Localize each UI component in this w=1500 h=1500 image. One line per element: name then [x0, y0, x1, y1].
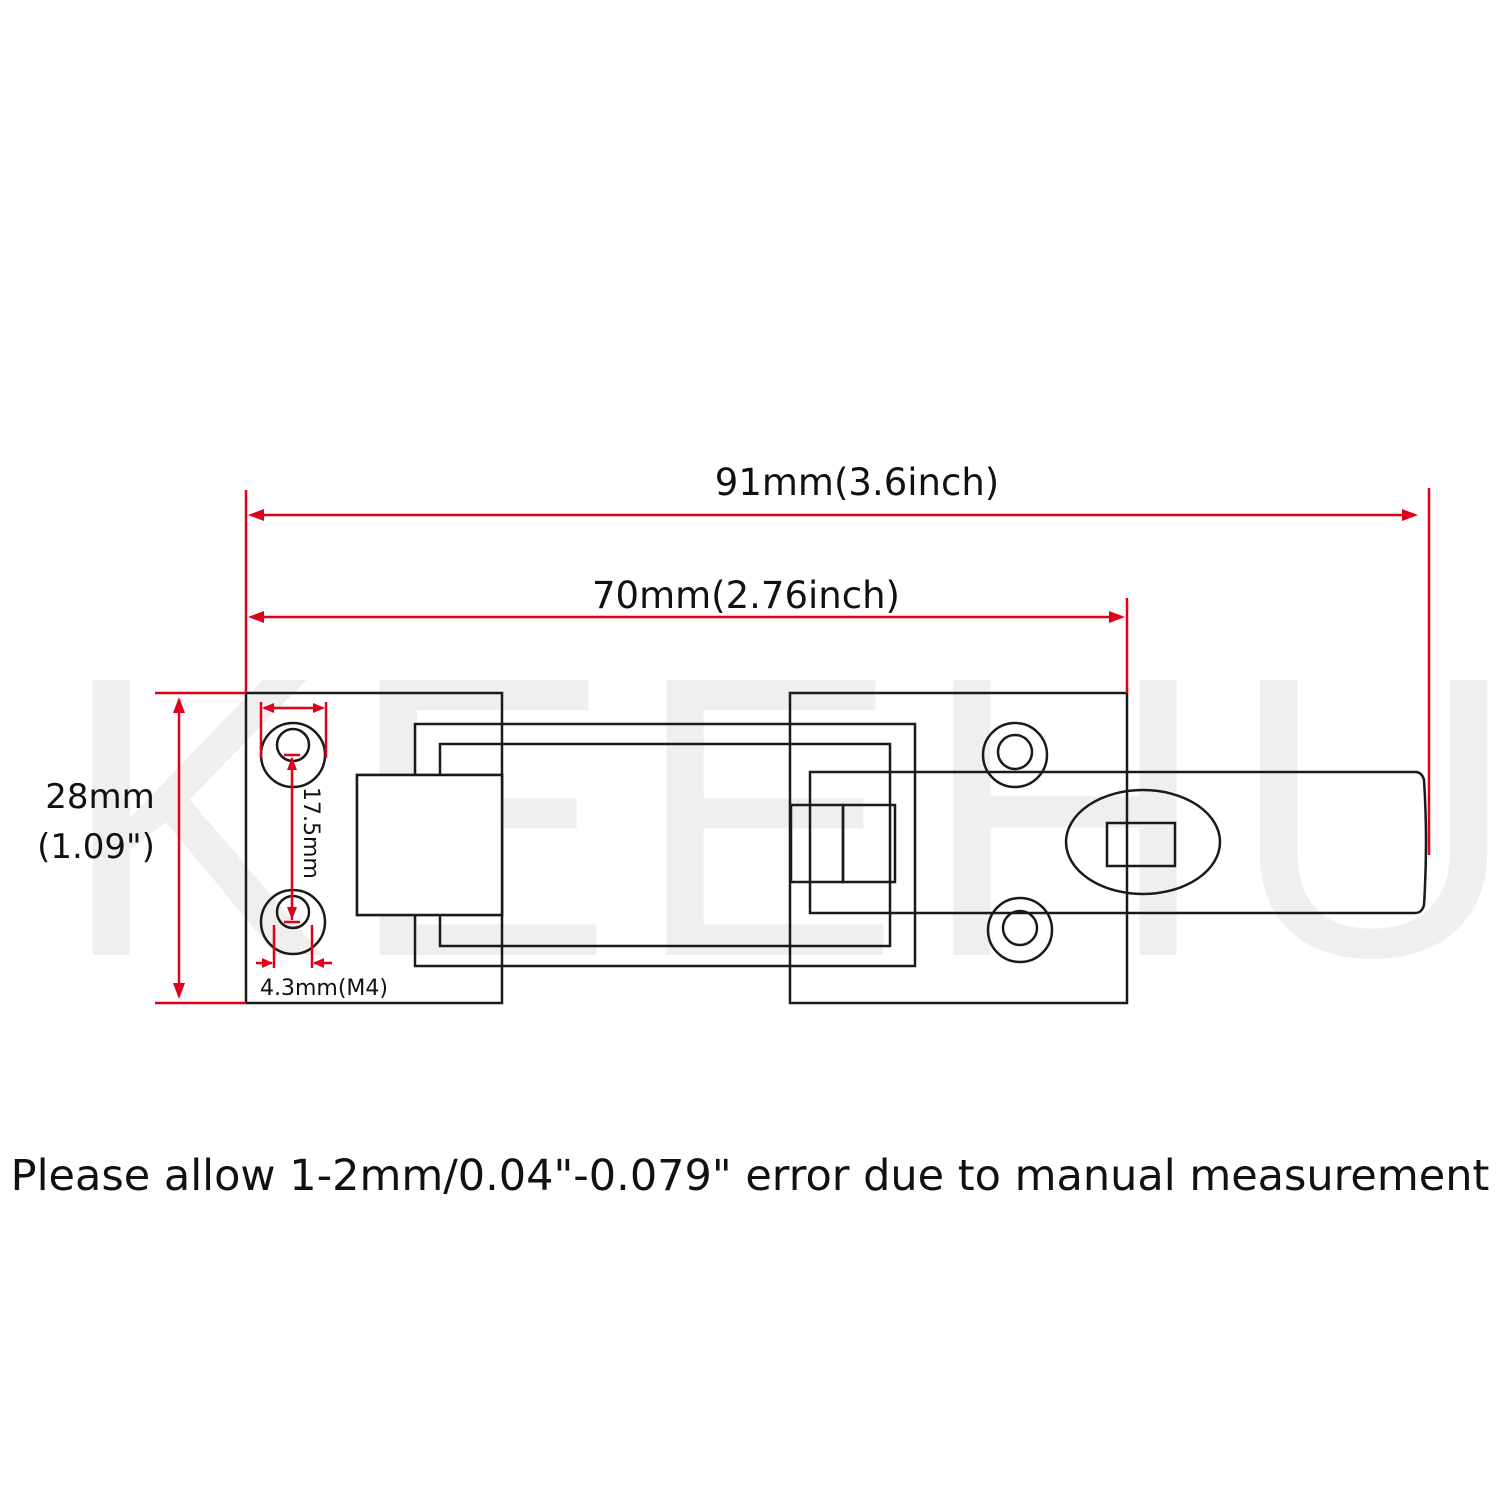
- hole-size-arrow-left: [262, 958, 273, 968]
- slot-hole-bottom-outer: [986, 896, 1054, 964]
- hinge-block-right: [841, 803, 897, 884]
- guide-block-front: [355, 773, 504, 917]
- hole-size-label: 4.3mm(M4): [260, 976, 388, 1001]
- right-plate-mask: [790, 693, 1127, 1003]
- watermark: KEEHUI: [60, 593, 1500, 1040]
- slot-hole-top-inner: [996, 733, 1034, 771]
- frame-mask-left: [358, 776, 501, 914]
- mount-length-arrow-left: [248, 611, 264, 623]
- height-arrow-top: [173, 697, 185, 713]
- slot-hole-bottom-inner: [1001, 909, 1039, 947]
- overall-length-arrow-left: [248, 509, 264, 521]
- slot-hole-top-outer: [981, 721, 1049, 789]
- mount-length-label: 70mm(2.76inch): [592, 574, 900, 617]
- lock-slot-oval: [1064, 788, 1222, 896]
- lock-slot-window: [1105, 821, 1177, 868]
- height-arrow-bottom: [173, 983, 185, 999]
- height-label-mm: 28mm: [45, 777, 155, 817]
- hole-width-top-arrow-right: [313, 703, 325, 713]
- hole-spacing-label: 17.5mm: [298, 787, 323, 879]
- hasp-arm: [808, 770, 1428, 915]
- mount-length-arrow-right: [1109, 611, 1125, 623]
- overall-length-label: 91mm(3.6inch): [715, 461, 999, 504]
- measurement-note: Please allow 1-2mm/0.04"-0.079" error du…: [11, 1151, 1490, 1201]
- latch-drawing: [244, 691, 1428, 1005]
- height-label-inch: (1.09"): [37, 827, 155, 867]
- dimension-lines: [155, 488, 1431, 1005]
- overall-length-arrow-right: [1402, 509, 1418, 521]
- hole-spacing-arrow-bottom: [287, 907, 297, 920]
- hole-width-top-arrow-left: [262, 703, 274, 713]
- hole-size-arrow-right: [313, 958, 324, 968]
- hole-spacing-arrow-top: [287, 757, 297, 770]
